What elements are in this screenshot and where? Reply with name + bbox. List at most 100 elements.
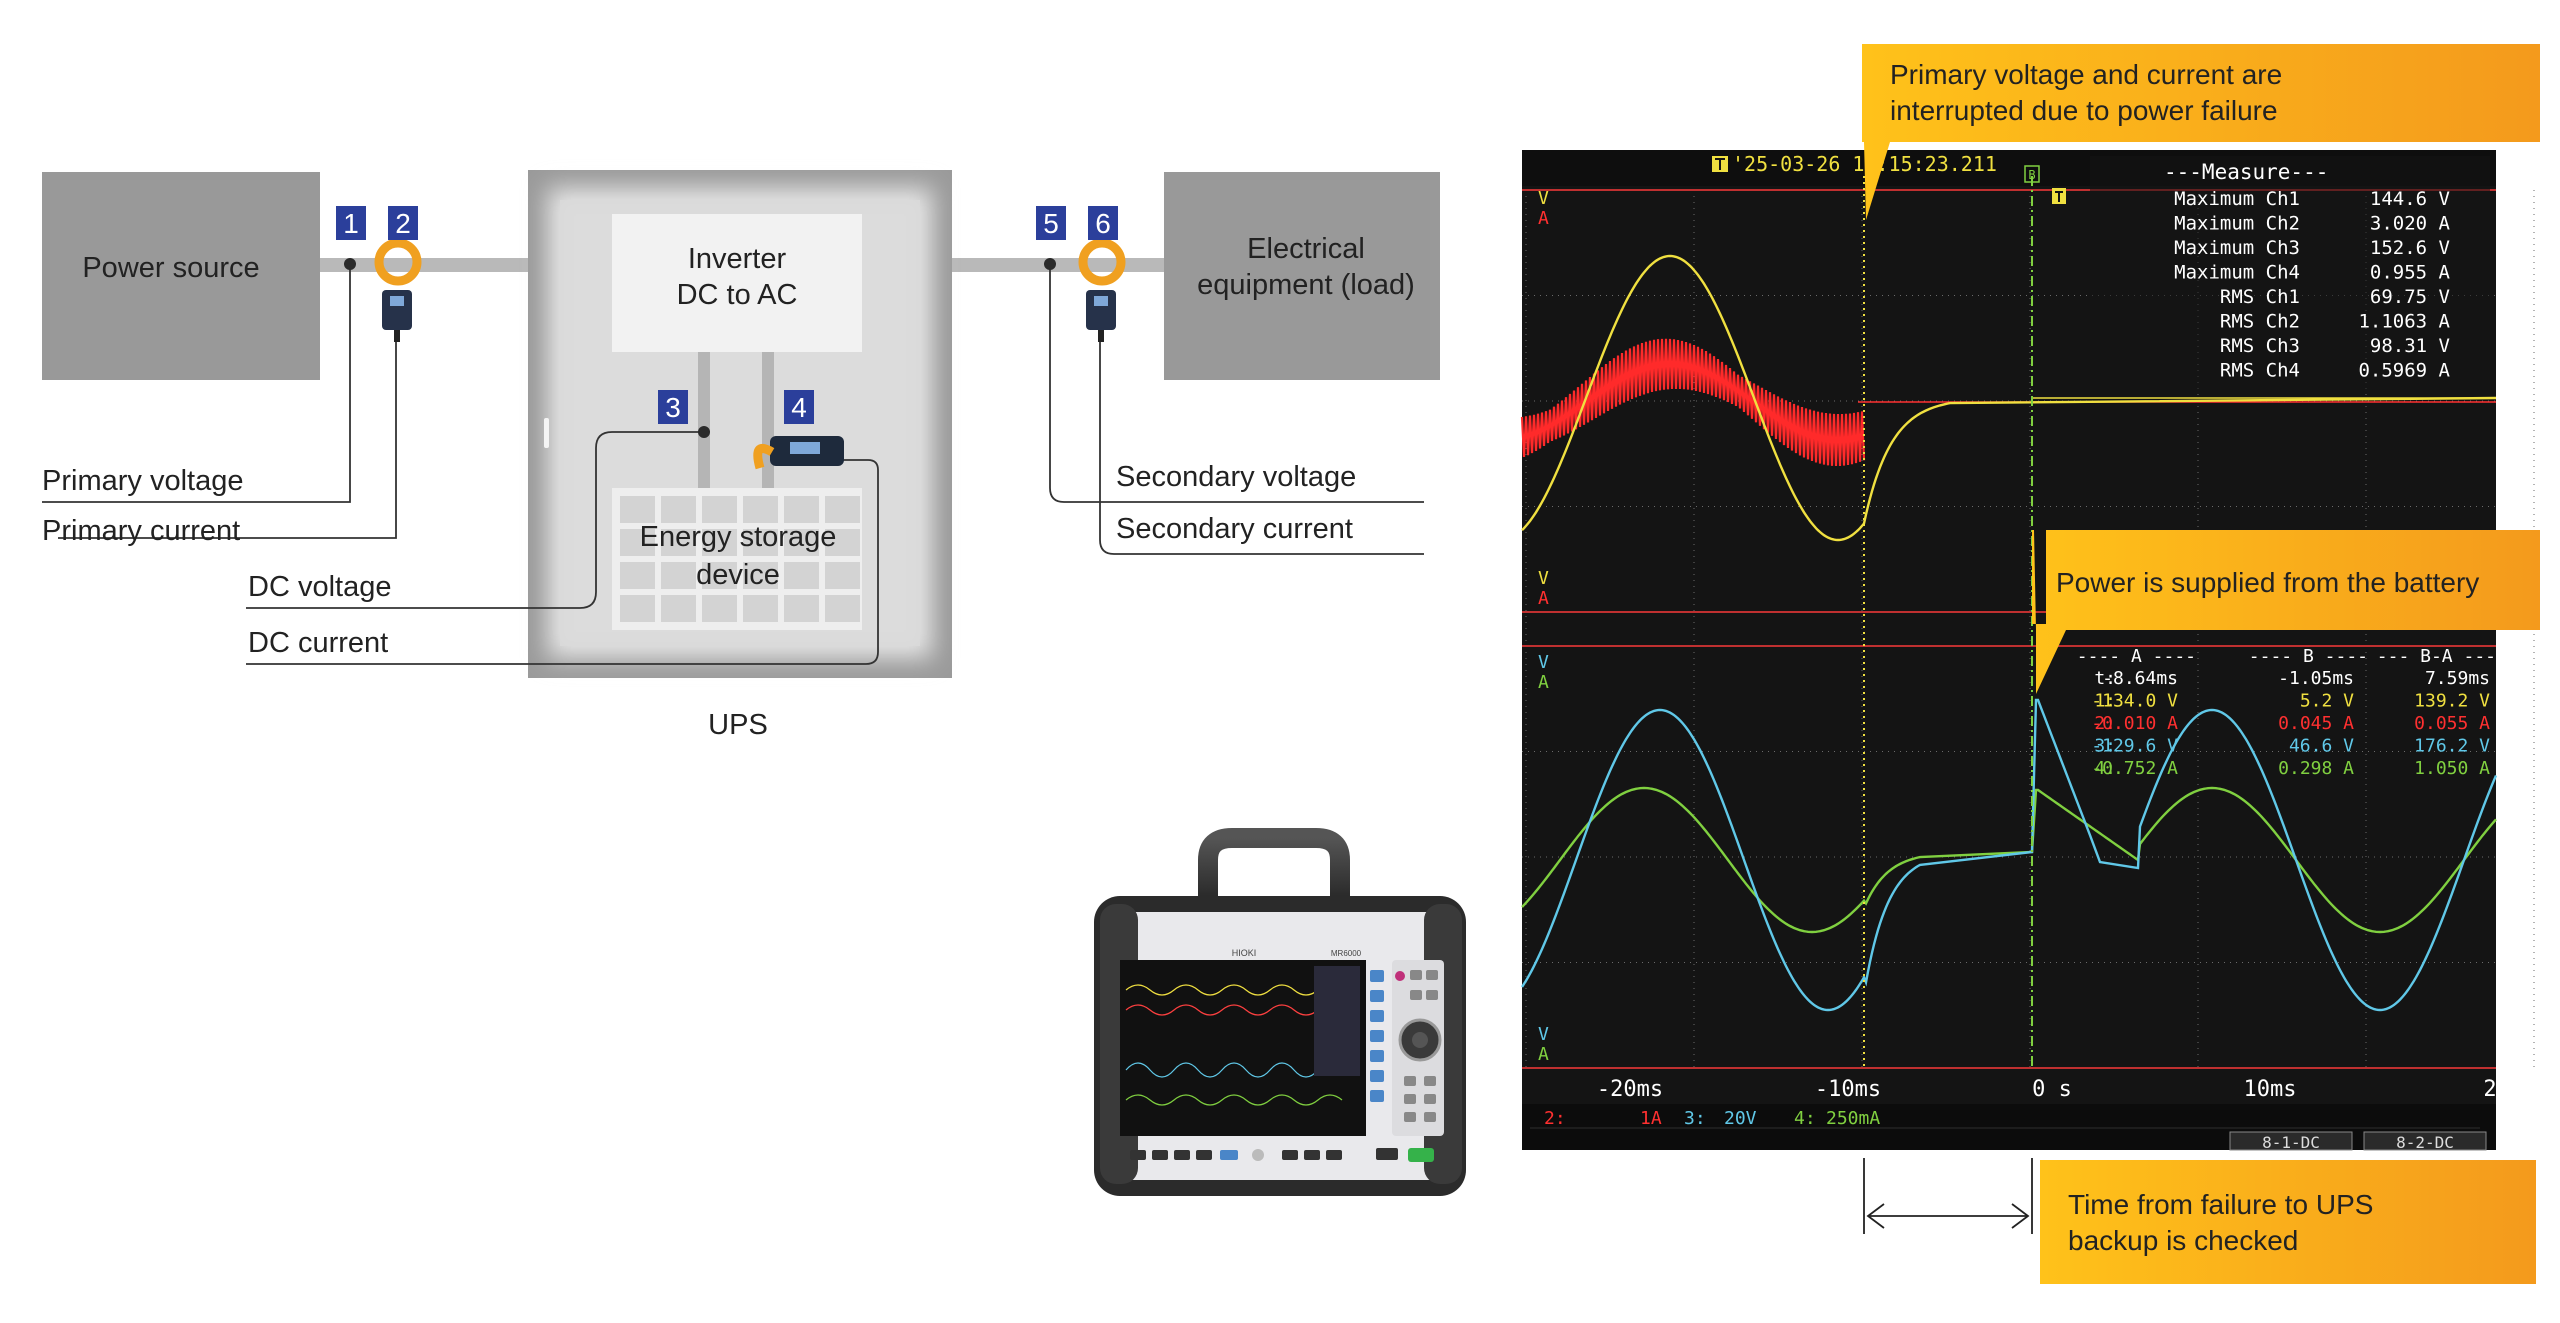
memory-recorder-device: HIOKI MR6000	[1094, 828, 1466, 1196]
scope-timestamp: '25-03-26 15:15:23.211	[1712, 152, 1997, 176]
svg-text:6: 6	[1095, 208, 1111, 239]
storage-cell	[743, 529, 778, 556]
measure-row-label: RMS Ch1	[2220, 286, 2300, 308]
status-item: 20V	[1724, 1108, 1757, 1129]
cursor-row-a: -134.0 V	[2091, 691, 2178, 712]
measure-row-label: Maximum Ch2	[2174, 213, 2300, 235]
cursor-row-channel: 4:	[2094, 758, 2116, 779]
load-label-line1: Electrical	[1247, 233, 1365, 265]
badge-3: 3	[658, 390, 688, 424]
output-bus-line	[948, 258, 1164, 272]
cursor-row-b: 5.2 V	[2300, 691, 2354, 712]
cursor-row-channel: 2:	[2094, 713, 2116, 734]
badge-1: 1	[336, 206, 366, 240]
svg-text:3: 3	[665, 392, 681, 423]
input-bus-line	[320, 258, 532, 272]
clamp-probe-dc-icon	[753, 436, 844, 470]
storage-cell	[784, 595, 819, 622]
inverter-box	[612, 214, 862, 352]
storage-cell	[784, 496, 819, 523]
storage-label-line2: device	[696, 559, 780, 591]
measurement-wires	[42, 264, 1424, 665]
svg-text:B: B	[2028, 168, 2035, 182]
measure-row-value: 0.955 A	[2370, 262, 2451, 284]
unit-label: A	[1538, 588, 1549, 609]
cursor-row-a: -0.010 A	[2091, 713, 2178, 734]
measure-row-label: Maximum Ch4	[2174, 262, 2300, 284]
device-right-panel	[1392, 960, 1444, 1136]
cursor-row-b: 0.298 A	[2278, 758, 2354, 779]
clamp-probe-secondary-icon	[1078, 238, 1126, 342]
cursor-row-ba: 176.2 V	[2414, 736, 2490, 757]
callout-backup-line2: backup is checked	[2068, 1225, 2298, 1256]
storage-cell	[661, 529, 696, 556]
wire-dc-current	[246, 459, 879, 665]
unit-label: V	[1538, 188, 1549, 209]
status-item: 3:	[1684, 1108, 1706, 1129]
status-tab	[2363, 1131, 2487, 1151]
measure-row-value: 69.75 V	[2370, 286, 2450, 308]
storage-cell	[661, 595, 696, 622]
cursor-row-channel: 3:	[2094, 736, 2116, 757]
storage-cell	[620, 529, 655, 556]
label-secondary-current: Secondary current	[1116, 513, 1353, 545]
cursor-column-header: ---- A ----	[2077, 646, 2196, 667]
cursor-row-ba: 7.59ms	[2425, 668, 2490, 689]
measure-row-value: 1.1063 A	[2358, 311, 2450, 333]
trace-ch4-secondary-current	[1521, 786, 2497, 934]
measure-table: ---Measure--- Maximum Ch1 144.6 V Maximum …	[2090, 156, 2490, 392]
measure-row-label: Maximum Ch1	[2174, 188, 2300, 210]
label-dc-current: DC current	[248, 627, 388, 659]
cursor-row-b: 46.6 V	[2289, 736, 2354, 757]
time-tick-label: -20ms	[1597, 1077, 1663, 1102]
callout-backup-line1: Time from failure to UPS	[2068, 1189, 2373, 1220]
callout-battery-text: Power is supplied from the battery	[2056, 567, 2479, 598]
label-primary-voltage: Primary voltage	[42, 465, 243, 497]
time-tick-label: 2	[2483, 1077, 2496, 1102]
wire-dc-voltage	[246, 431, 702, 609]
callout-power-failure: Primary voltage and current are interrup…	[1862, 44, 2540, 220]
storage-cell	[702, 529, 737, 556]
measure-row-value: 3.020 A	[2370, 213, 2451, 235]
backup-time-dimension-arrow	[1863, 1158, 2033, 1234]
status-tab	[2229, 1131, 2353, 1151]
ups-door-handle	[544, 418, 549, 448]
measure-title: ---Measure---	[2164, 160, 2328, 184]
device-brand-label: HIOKI	[1232, 948, 1257, 958]
measure-row-label: RMS Ch2	[2220, 311, 2300, 333]
time-tick-label: 0 s	[2032, 1077, 2072, 1102]
dc-bar-right	[762, 352, 774, 492]
wire-primary-voltage	[42, 264, 351, 503]
measure-row-value: 144.6 V	[2370, 188, 2450, 210]
storage-cell	[702, 595, 737, 622]
measure-row-value: 98.31 V	[2370, 335, 2450, 357]
status-item: 2:	[1544, 1108, 1566, 1129]
status-item: 250mA	[1826, 1108, 1880, 1129]
cursor-row-b: -1.05ms	[2278, 668, 2354, 689]
trace-ch3-secondary-voltage	[1520, 698, 2498, 1012]
cursor-row-ba: 0.055 A	[2414, 713, 2490, 734]
storage-cell	[702, 496, 737, 523]
inverter-label-line1: Inverter	[688, 243, 787, 275]
storage-cells	[620, 496, 860, 622]
measure-row-label: Maximum Ch3	[2174, 237, 2300, 259]
cursor-row-ba: 1.050 A	[2414, 758, 2490, 779]
label-primary-current: Primary current	[42, 515, 240, 547]
callout-backup-time: Time from failure to UPS backup is check…	[2040, 1160, 2536, 1284]
tap-dot-secondary	[1044, 258, 1056, 270]
status-tab-label: 8-1-DC	[2262, 1133, 2320, 1152]
device-screen-traces	[1125, 984, 1343, 1106]
callout-power-failure-line2: interrupted due to power failure	[1890, 95, 2278, 126]
unit-label: A	[1538, 1044, 1549, 1065]
load-box	[1164, 172, 1440, 380]
device-bottom-keys	[1130, 1148, 1434, 1162]
storage-cell	[661, 562, 696, 589]
storage-label-line1: Energy storage	[640, 521, 837, 553]
cursor-column-header: --- B-A ---	[2377, 646, 2496, 667]
cursor-row-a: -0.752 A	[2091, 758, 2178, 779]
device-carry-handle	[1198, 828, 1350, 908]
svg-text:4: 4	[791, 392, 807, 423]
time-tick-label: 10ms	[2244, 1077, 2297, 1102]
